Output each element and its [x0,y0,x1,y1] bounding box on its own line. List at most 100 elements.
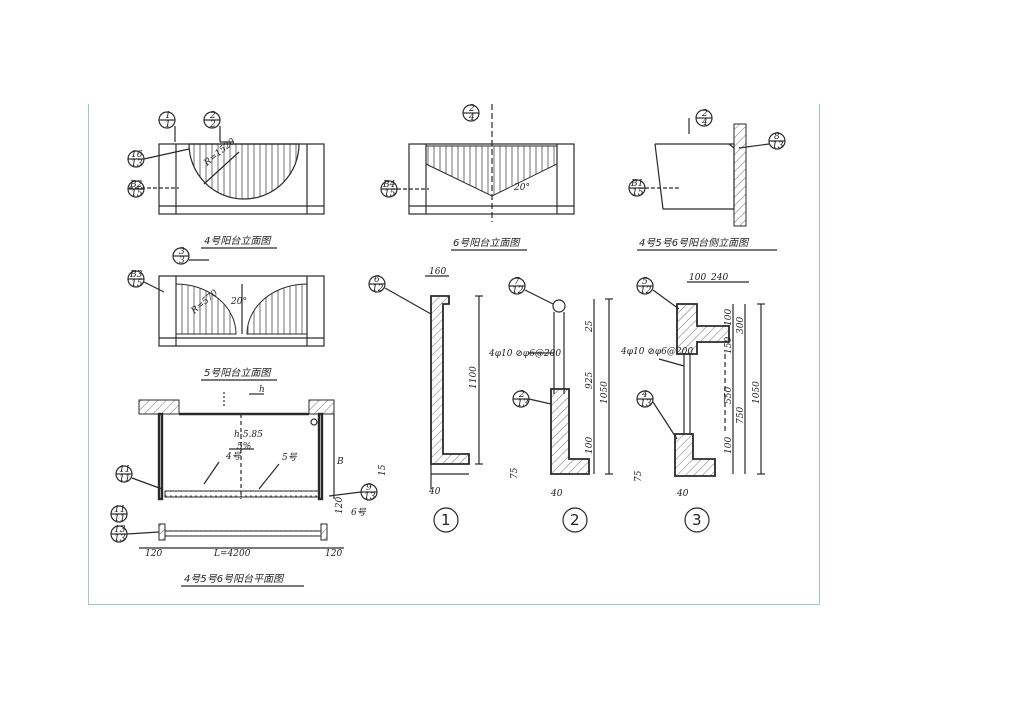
svg-text:2: 2 [209,120,216,130]
svg-text:12: 12 [640,286,652,296]
svg-text:3: 3 [179,247,185,257]
callout-1: 1 1 [158,111,176,142]
drawing-sheet: R=1520 1 1 2 2 16 13 B2 15 4号阳台立面图 [88,104,820,605]
svg-text:1: 1 [165,111,171,121]
svg-text:2: 2 [518,390,525,400]
plan-view: h h-5.85 5% 4号 5号 B 120 L=4200 120 120 6… [138,385,367,559]
section-number-2: 2 [562,507,588,533]
svg-text:5号: 5号 [282,452,298,463]
svg-text:2: 2 [209,111,216,121]
svg-text:3: 3 [692,511,702,529]
callout-2d: 2 13 [512,390,552,409]
svg-text:40: 40 [676,489,689,499]
section-3: 100 240 1050 300 750 100 150 550 100 40 … [620,273,765,499]
svg-text:40: 40 [550,489,563,499]
callout-6: 6 12 [368,275,432,315]
svg-text:2: 2 [468,104,475,114]
svg-text:925: 925 [585,372,595,389]
svg-text:40: 40 [428,487,441,497]
svg-text:13: 13 [114,525,126,535]
svg-text:h: h [259,385,265,395]
callout-b4: B4 15 [380,180,429,199]
svg-text:750: 750 [736,407,746,424]
svg-text:13: 13 [114,534,126,544]
svg-text:20°: 20° [230,297,247,307]
svg-text:5: 5 [642,277,648,287]
callout-b1: B1 15 [628,179,679,198]
svg-text:11: 11 [119,465,130,475]
callout-2: 2 2 [203,111,234,143]
svg-text:B4: B4 [382,180,396,190]
caption-plan: 4号5号6号阳台平面图 [184,573,285,585]
callout-2c: 2 4 [688,109,713,134]
angle-label: 20° [513,183,530,193]
svg-text:120: 120 [325,549,342,559]
balcony-drawing: R=1520 1 1 2 2 16 13 B2 15 4号阳台立面图 [110,104,786,587]
caption-elevation-6: 6号阳台立面图 [453,237,521,249]
elevation-5: R=570 20° [158,275,325,347]
svg-text:550: 550 [724,387,734,404]
svg-text:120: 120 [145,549,162,559]
svg-text:300: 300 [736,317,746,334]
svg-text:120: 120 [335,497,345,514]
callout-4b: 4 13 [636,390,678,440]
callout-8: 8 13 [738,132,786,151]
svg-text:15: 15 [384,189,396,199]
svg-text:11: 11 [114,505,125,515]
svg-text:75: 75 [510,467,520,479]
svg-text:15: 15 [378,464,388,476]
svg-text:75: 75 [634,470,644,482]
svg-text:11: 11 [119,474,130,484]
callout-11: 11 11 [115,465,163,490]
svg-text:8: 8 [774,132,780,142]
svg-text:B2: B2 [129,180,143,190]
svg-text:13: 13 [772,141,784,151]
svg-text:9: 9 [366,483,372,493]
svg-text:13: 13 [364,492,376,502]
svg-text:B3: B3 [129,270,143,280]
svg-text:1050: 1050 [752,381,762,404]
svg-text:4: 4 [701,118,708,128]
callout-9: 9 13 [328,483,378,502]
elevation-6: 20° [408,104,575,222]
svg-text:3: 3 [179,256,185,266]
svg-text:4: 4 [468,113,475,123]
section-number-1: 1 [433,507,459,533]
svg-text:100: 100 [585,437,595,454]
caption-elevation-5: 5号阳台立面图 [204,367,272,379]
caption-elevation-4: 4号阳台立面图 [204,235,272,247]
section-2: 1050 25 925 100 40 4φ10 ⊘φ6@200 75 [488,298,613,499]
callout-13: 13 13 [110,525,160,544]
callout-16: 16 13 [127,148,190,169]
callout-2b: 2 4 [462,104,480,123]
svg-text:25: 25 [585,320,595,333]
svg-text:h-5.85: h-5.85 [234,430,263,440]
svg-text:12: 12 [372,284,384,294]
svg-text:6号: 6号 [351,507,367,518]
callout-b2: B2 15 [127,180,145,199]
svg-text:160: 160 [429,267,446,277]
svg-text:2: 2 [701,109,708,119]
svg-text:5%: 5% [237,442,251,452]
svg-text:L=4200: L=4200 [213,549,251,559]
svg-text:B: B [336,457,344,467]
svg-text:100: 100 [689,273,706,283]
svg-text:13: 13 [517,399,529,409]
svg-text:1050: 1050 [600,381,610,404]
svg-text:15: 15 [131,279,143,289]
svg-text:2: 2 [570,511,580,529]
svg-text:150: 150 [724,337,734,354]
elevation-4: R=1520 [129,137,325,215]
svg-text:15: 15 [131,189,143,199]
svg-text:4φ10 ⊘φ6@200: 4φ10 ⊘φ6@200 [620,347,693,357]
section-1: 1100 160 40 15 [378,267,483,497]
section-number-3: 3 [684,507,710,533]
svg-text:15: 15 [632,188,644,198]
svg-text:4: 4 [641,390,648,400]
svg-text:240: 240 [710,273,728,283]
svg-text:13: 13 [640,399,652,409]
svg-text:6: 6 [374,275,380,285]
svg-text:4号: 4号 [225,451,242,462]
callout-7: 7 12 [508,277,554,305]
svg-text:11: 11 [114,514,125,524]
